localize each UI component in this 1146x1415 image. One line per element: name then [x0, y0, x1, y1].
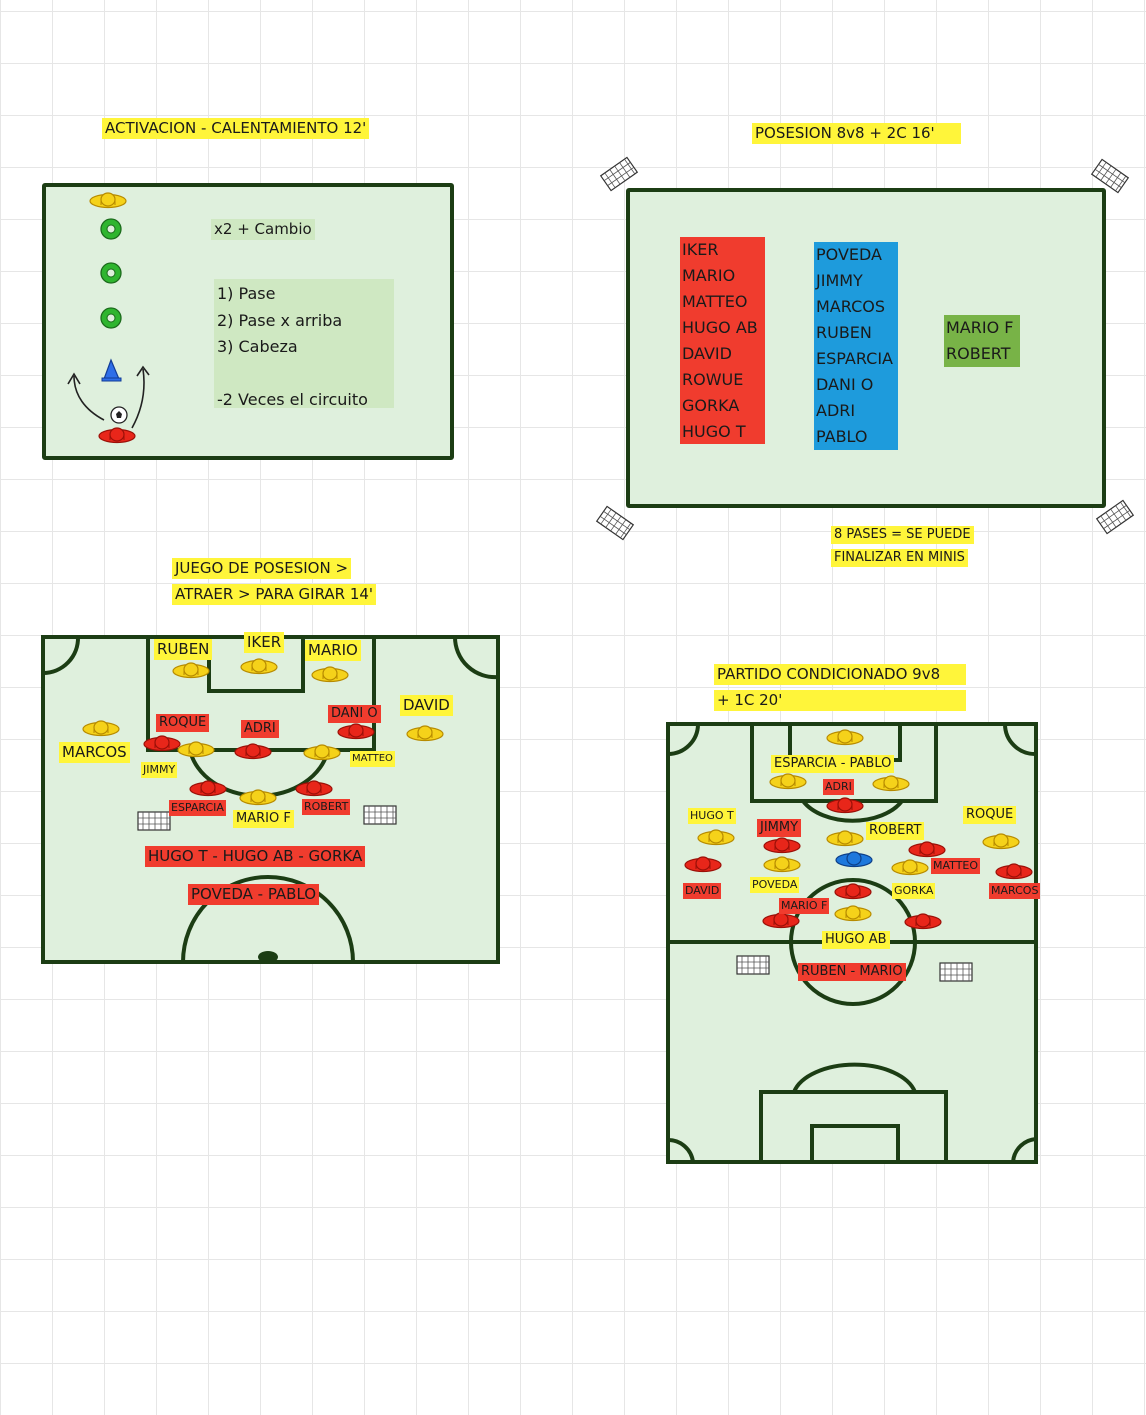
cone-icon: [101, 358, 122, 382]
drill4-title-2: + 1C 20': [714, 690, 966, 711]
player-marcos: MARCOS: [989, 883, 1041, 899]
drill1-steps: 1) Pase 2) Pase x arriba 3) Cabeza -2 Ve…: [214, 279, 394, 409]
player-ruben: RUBEN: [154, 639, 213, 660]
player-adri: ADRI: [823, 779, 854, 795]
drill3-title-2: ATRAER > PARA GIRAR 14': [172, 584, 377, 605]
player-jimmy: JIMMY: [757, 819, 802, 837]
ball-icon: [110, 406, 128, 424]
player-david: DAVID: [683, 883, 722, 899]
team-blue-player: ESPARCIA: [816, 349, 893, 368]
team-blue-player: POVEDA: [816, 245, 882, 264]
neutral-player: MARIO F: [946, 318, 1014, 337]
drill2-title: POSESION 8v8 + 2C 16': [752, 123, 961, 144]
player-esparcia-pablo: ESPARCIA - PABLO: [771, 755, 895, 773]
team-red-player: HUGO T: [682, 422, 746, 441]
team-red-player: ROWUE: [682, 370, 744, 389]
team-blue-player: RUBEN: [816, 323, 872, 342]
team-red-player: MARIO: [682, 266, 736, 285]
drill2-note-2: FINALIZAR EN MINIS: [831, 549, 968, 567]
step-5: -2 Veces el circuito: [217, 390, 368, 409]
curved-arrow-icon: [67, 365, 150, 429]
team-blue-player: MARCOS: [816, 297, 885, 316]
player-david: DAVID: [400, 695, 453, 716]
team-blue-list: POVEDA JIMMY MARCOS RUBEN ESPARCIA DANI …: [814, 242, 898, 450]
team-blue-player: JIMMY: [816, 271, 863, 290]
group-ruben-mario: RUBEN - MARIO: [798, 963, 906, 981]
player-hugo-t: HUGO T: [688, 808, 736, 824]
drill4-title-1: PARTIDO CONDICIONADO 9v8: [714, 664, 966, 685]
player-esparcia: ESPARCIA: [169, 800, 226, 816]
player-jimmy: JIMMY: [141, 762, 178, 778]
team-red-player: MATTEO: [682, 292, 748, 311]
step-3: 3) Cabeza: [217, 337, 298, 356]
drill1-instruction: x2 + Cambio: [211, 219, 315, 240]
player-marcos: MARCOS: [59, 742, 130, 763]
team-red-player: GORKA: [682, 396, 740, 415]
team-blue-player: DANI O: [816, 375, 874, 394]
player-mario-f: MARIO F: [779, 898, 830, 914]
team-blue-player: PABLO: [816, 427, 868, 446]
mini-goal-icon: [736, 955, 770, 975]
player-roque: ROQUE: [156, 714, 210, 732]
step-2: 2) Pase x arriba: [217, 310, 343, 330]
player-gorka: GORKA: [892, 883, 936, 899]
player-adri: ADRI: [241, 720, 279, 738]
player-poveda: POVEDA: [750, 877, 800, 893]
step-1: 1) Pase: [217, 284, 276, 303]
player-hugo-ab: HUGO AB: [822, 931, 890, 949]
player-roque: ROQUE: [963, 806, 1017, 824]
team-blue-player: ADRI: [816, 401, 856, 420]
player-mario-f: MARIO F: [233, 810, 294, 828]
player-robert: ROBERT: [866, 822, 925, 840]
team-red-player: IKER: [682, 240, 719, 259]
player-robert: ROBERT: [302, 799, 351, 815]
drill3-title-1: JUEGO DE POSESION >: [172, 558, 352, 579]
player-dani-o: DANI O: [328, 705, 381, 723]
group-hugo-gorka: HUGO T - HUGO AB - GORKA: [145, 846, 366, 867]
mini-goal-icon: [939, 962, 973, 982]
group-poveda-pablo: POVEDA - PABLO: [188, 884, 320, 905]
neutral-list: MARIO F ROBERT: [944, 315, 1020, 367]
team-red-list: IKER MARIO MATTEO HUGO AB DAVID ROWUE GO…: [680, 237, 765, 444]
team-red-player: HUGO AB: [682, 318, 758, 337]
player-matteo: MATTEO: [931, 858, 981, 874]
drill1-title: ACTIVACION - CALENTAMIENTO 12': [102, 118, 370, 139]
player-matteo: MATTEO: [350, 751, 395, 767]
player-iker: IKER: [244, 632, 285, 653]
team-red-player: DAVID: [682, 344, 732, 363]
neutral-player: ROBERT: [946, 344, 1011, 363]
drill2-note-1: 8 PASES = SE PUEDE: [831, 526, 974, 544]
player-mario: MARIO: [305, 640, 361, 661]
